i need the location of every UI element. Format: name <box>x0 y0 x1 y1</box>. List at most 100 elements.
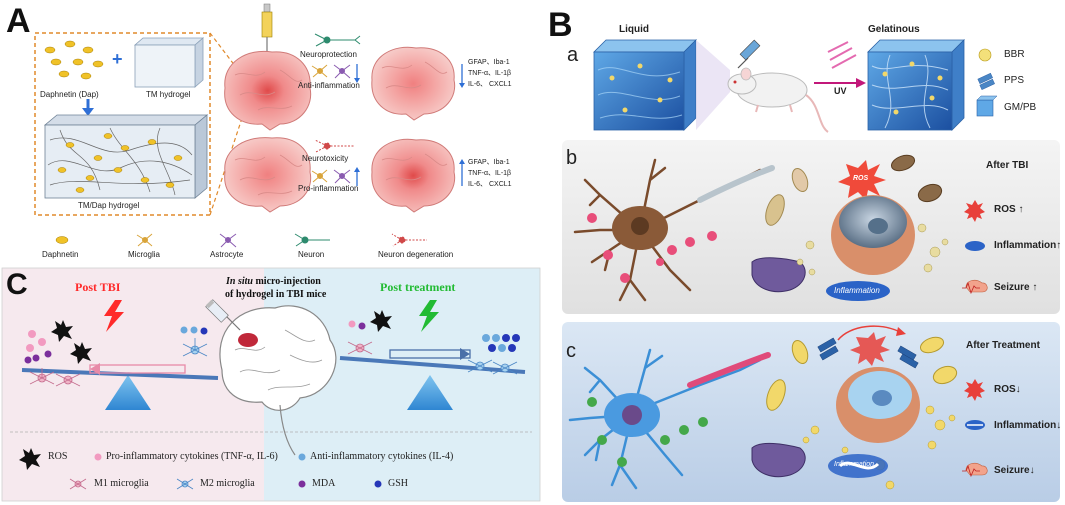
legend-pps: PPS <box>1004 75 1025 86</box>
legend-m1: M1 microglia <box>94 478 149 489</box>
gm-pb-icon <box>976 95 998 117</box>
astrocyte-icon <box>333 64 351 79</box>
brain-icon <box>224 50 312 131</box>
dashed-box <box>34 32 211 216</box>
legend-microglia: Microglia <box>128 250 161 259</box>
uv-label: UV <box>834 86 847 96</box>
brain-icon <box>224 137 312 213</box>
mouse-icon <box>727 67 829 133</box>
panel-letter-b: B <box>548 6 573 44</box>
m1-legend-icon <box>69 478 87 490</box>
injection-label-line2: of hydrogel in TBI mice <box>225 289 327 300</box>
lightning-icon <box>419 300 439 332</box>
mda-legend-icon <box>298 480 306 488</box>
legend-bbr: BBR <box>1004 49 1025 60</box>
legend-gm-pb: GM/PB <box>1004 102 1037 113</box>
inflammation-blob <box>826 281 890 301</box>
m1-microglia-cluster <box>587 213 717 283</box>
syringe-icon <box>205 299 241 331</box>
ros-burst-icon <box>838 160 886 200</box>
legend-neuron: Neuron <box>298 250 325 259</box>
inflammation-icon <box>965 420 985 430</box>
syringe-icon <box>737 39 761 69</box>
neuron-degeneration-legend-icon <box>391 233 427 247</box>
ros-star <box>370 310 392 332</box>
microglia-icon <box>311 169 328 183</box>
ros-stars <box>51 320 92 364</box>
inflammation-inhibited-blob <box>828 454 888 478</box>
inflammation-blob-label: Inflammation <box>834 286 880 295</box>
astrocyte-legend-icon <box>219 233 237 248</box>
anti-inflammatory-dots <box>180 326 208 335</box>
seesaw-left <box>21 363 219 410</box>
pro-inflammatory-dots <box>348 320 356 328</box>
treat-inflammation: Inflammation↓ <box>994 420 1062 431</box>
panel-b-b <box>562 140 1060 314</box>
er-icon <box>751 442 806 478</box>
m2-microglia <box>182 338 208 357</box>
brain-outline-icon <box>219 305 337 456</box>
neuron-illustration <box>573 158 775 302</box>
injection-label-line1: In situ micro-injection <box>226 276 321 287</box>
mitochondria-icon <box>765 154 943 226</box>
astrocyte-icon <box>333 169 351 184</box>
microglia-legend-icon <box>136 233 153 247</box>
sub-label-c: c <box>566 340 576 362</box>
marker-top-1: GFAP、Iba-1 <box>468 59 510 66</box>
seizure-icon <box>962 279 988 295</box>
neuron-legend-icon <box>294 233 330 247</box>
cell-body-icon <box>836 367 920 443</box>
liquid-hydrogel-cube <box>593 39 697 131</box>
cell-body-icon <box>831 195 915 275</box>
panel-a: + <box>34 3 465 248</box>
m1-microglia <box>29 368 81 387</box>
daphnetin-legend-icon <box>55 236 69 244</box>
bbr-icon <box>978 48 992 62</box>
mitochondria-icon <box>766 336 958 411</box>
inflammation-blob-c-label: Inflammation <box>834 461 875 468</box>
panel-c <box>1 267 541 502</box>
m2-microglia <box>467 359 518 375</box>
seizure-icon <box>962 462 988 478</box>
ros-icon <box>964 200 985 222</box>
panel-b <box>562 39 1060 502</box>
uv-arrow-icon <box>814 41 866 88</box>
neuron-illustration <box>568 348 771 490</box>
arrow-down-icon <box>82 99 94 116</box>
legend-ros: ROS <box>48 451 68 462</box>
tm-hydrogel-cube <box>133 37 205 88</box>
tbi-ros: ROS ↑ <box>994 204 1024 215</box>
marker-bottom-3: IL-6、 CXCL1 <box>468 181 512 188</box>
gsh-legend-icon <box>374 480 382 488</box>
tm-hydrogel-label: TM hydrogel <box>146 90 191 99</box>
after-tbi-label: After TBI <box>986 160 1029 171</box>
mda-dots <box>24 350 52 364</box>
pro-inflammatory-legend-icon <box>94 453 102 461</box>
liquid-label: Liquid <box>619 24 649 35</box>
anti-inflammatory-legend-icon <box>298 453 306 461</box>
seesaw-right <box>339 348 526 410</box>
treat-ros: ROS↓ <box>994 384 1021 395</box>
panel-letter-a: A <box>6 2 31 40</box>
marker-bottom-1: GFAP、Iba-1 <box>468 159 510 166</box>
ros-burst-label: ROS <box>853 175 869 182</box>
panel-letter-c: C <box>6 268 28 301</box>
panel-b-a <box>593 39 998 133</box>
neuron-icon <box>314 33 361 47</box>
gelatinous-label: Gelatinous <box>868 24 920 35</box>
legend-pro-inflammatory: Pro-inflammatory cytokines (TNF-α, IL-6) <box>106 451 278 462</box>
plus-icon: + <box>112 49 123 69</box>
neurotoxicity-label: Neurotoxicity <box>302 154 349 163</box>
ros-scavenged-icon <box>837 325 906 366</box>
gelatinous-hydrogel-cube <box>867 39 965 131</box>
sub-label-a: a <box>567 44 579 66</box>
legend-astrocyte: Astrocyte <box>210 250 244 259</box>
microglia-icon <box>311 64 328 78</box>
marker-top-3: IL-6、 CXCL1 <box>468 81 512 88</box>
legend-gsh: GSH <box>388 478 409 489</box>
ros-legend-icon <box>19 448 41 470</box>
pro-inflammatory-dots <box>26 330 46 352</box>
after-treatment-label: After Treatment <box>966 340 1040 351</box>
ros-icon <box>964 379 985 401</box>
tm-dap-hydrogel-cube <box>43 114 209 199</box>
